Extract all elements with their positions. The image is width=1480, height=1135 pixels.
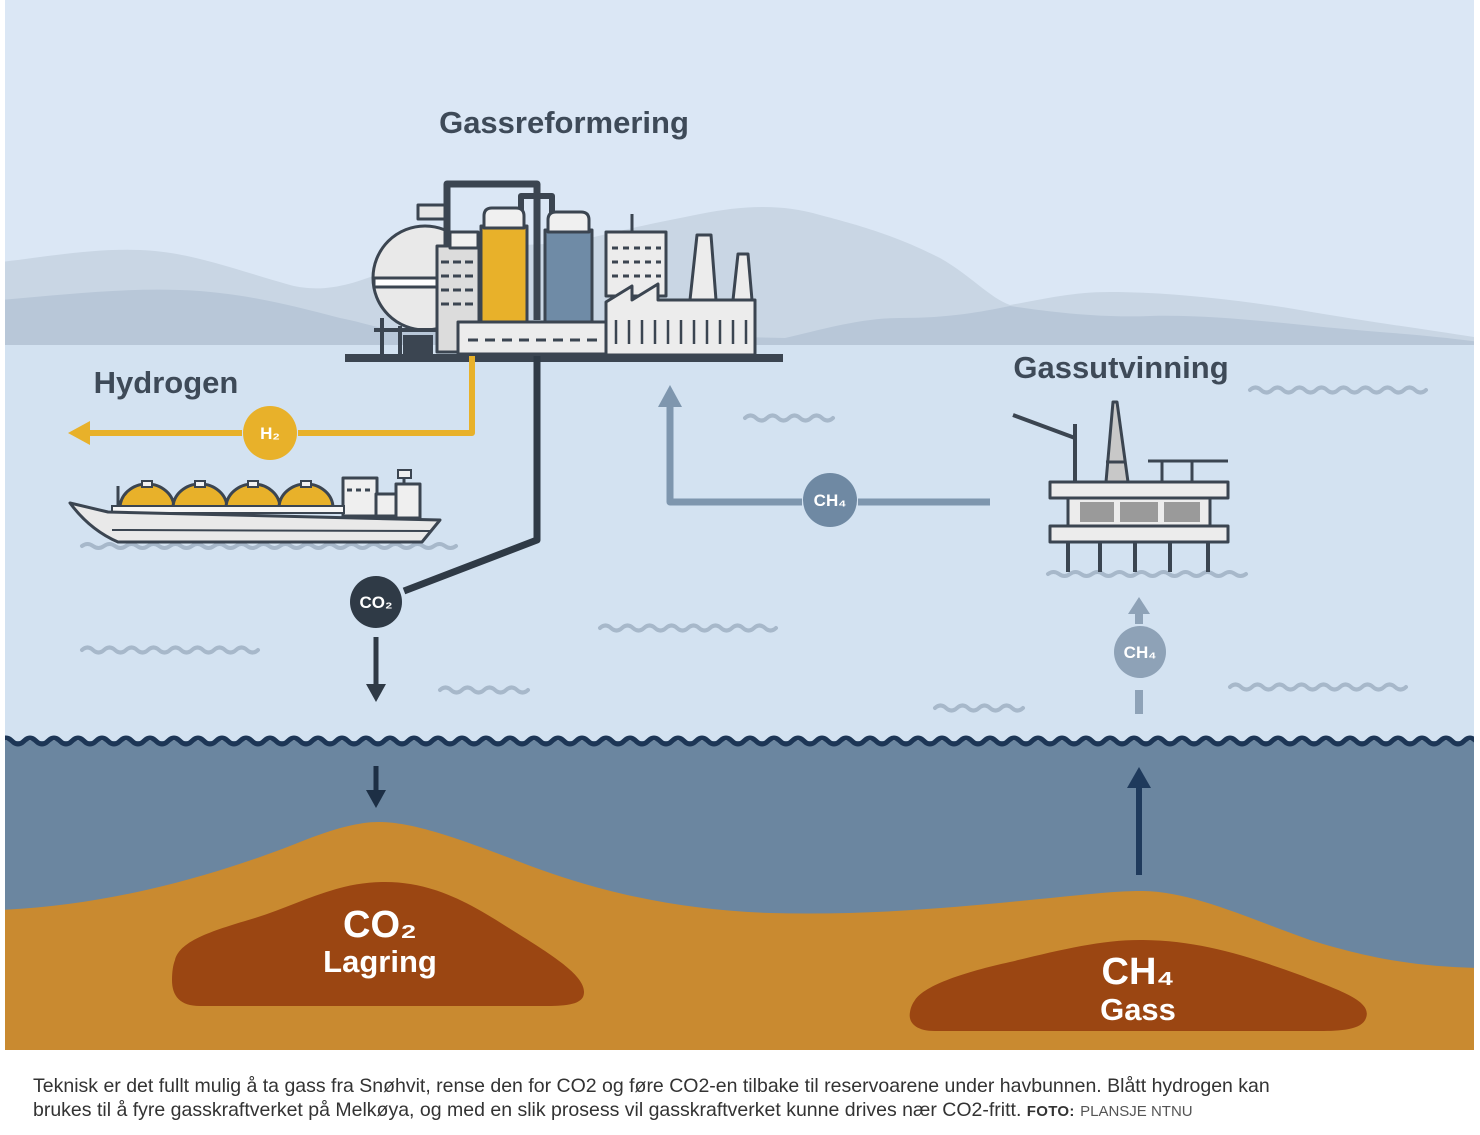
hydrogen-flow-line (298, 356, 475, 436)
hydrogen-arrowhead (68, 421, 90, 445)
platform-top-deck (1048, 480, 1230, 500)
ch4-well-badge-text: CH₄ (1124, 643, 1157, 662)
platform-bottom-deck (1048, 524, 1230, 544)
wave (933, 703, 1025, 713)
ship-deck-rail (111, 505, 345, 514)
ch4-pipeline-badge (803, 473, 857, 527)
platform-wave (1046, 570, 1248, 578)
surface-water (5, 345, 1474, 745)
gas-extraction-platform (1012, 400, 1230, 572)
ch4-flow-arrowhead (658, 385, 682, 407)
plant-control-tower-windows (612, 246, 661, 278)
platform-module (1120, 502, 1158, 522)
plant-chimney-small (731, 252, 754, 302)
ch4-well-badge (1114, 626, 1166, 678)
spherical-tank-base (403, 335, 433, 356)
co2-down-arrowhead (366, 684, 386, 702)
ship-wave (80, 542, 458, 550)
wave (1248, 385, 1428, 395)
ship-dome-cap (247, 480, 259, 488)
plant-ground (345, 354, 783, 362)
platform-railing (1148, 459, 1228, 482)
platform-module (1080, 502, 1114, 522)
spherical-tank-stand (374, 318, 440, 356)
infographic: CO₂ Lagring CH₄ Gass Gassreformering Hyd… (5, 0, 1474, 1050)
co2-badge (350, 576, 402, 628)
photo-credit: PLANSJE NTNU (1080, 1103, 1193, 1120)
plant-left-building-windows (441, 260, 476, 306)
photo-credit-label: FOTO: (1026, 1103, 1075, 1120)
yellow-tank (479, 224, 529, 324)
blue-tank-cap (546, 210, 591, 234)
ship-dome-cap (194, 480, 206, 488)
infographic-canvas: CO₂ Lagring CH₄ Gass Gassreformering Hyd… (5, 0, 1474, 1050)
h2-badge (243, 406, 297, 460)
ch4-flow-line-left (666, 405, 802, 506)
wave (1228, 682, 1408, 692)
caption-line-1: Teknisk er det fullt mulig å ta gass fra… (33, 1075, 1270, 1097)
platform-module (1164, 502, 1200, 522)
gas-reforming-title: Gassreformering (439, 105, 689, 140)
wave (438, 685, 530, 695)
platform-crane-arm (1012, 413, 1076, 440)
ch4-pipeline-badge-text: CH₄ (814, 491, 847, 510)
hydrogen-tanker-ship (68, 469, 442, 544)
h2-badge-text: H₂ (260, 424, 280, 443)
co2-reservoir-formula: CO₂ (343, 904, 417, 946)
ch4-reservoir-label: Gass (1100, 992, 1176, 1027)
ship-dome-cap (141, 480, 153, 488)
plant-lower-building (456, 320, 608, 356)
plant-main-pipe (443, 180, 541, 320)
ship-hull (68, 501, 442, 544)
yellow-tank-cap (482, 206, 526, 230)
figure-caption: Teknisk er det fullt mulig å ta gass fra… (33, 1074, 1463, 1124)
ship-hull-stripe (111, 529, 431, 532)
plant-left-building-top (448, 230, 480, 250)
platform-legs (1066, 542, 1210, 572)
ch4-well-arrowhead (1128, 597, 1150, 614)
ship-funnel (394, 482, 422, 520)
co2-badge-text: CO₂ (359, 593, 392, 612)
plant-connector-pipe (518, 193, 555, 214)
near-mountains (5, 289, 1474, 346)
hydrogen-title: Hydrogen (94, 365, 239, 400)
gas-extraction-title: Gassutvinning (1013, 350, 1228, 385)
ch4-reservoir-formula: CH₄ (1102, 951, 1175, 993)
caption-line-2: brukes til å fyre gasskraftverket på Mel… (33, 1098, 1463, 1124)
wave (80, 645, 260, 655)
plant-grill (614, 320, 748, 344)
ship-mast-top (397, 469, 412, 479)
gas-reforming-plant (345, 180, 783, 362)
blue-tank (543, 228, 594, 324)
spherical-tank-band (372, 276, 442, 289)
ch4-extraction-arrowhead (1127, 767, 1151, 788)
ship-bridge (341, 476, 379, 518)
co2-injection-arrowhead (366, 790, 386, 808)
caption-line-2-text: brukes til å fyre gasskraftverket på Mel… (33, 1099, 1022, 1121)
ship-deckhouse (374, 492, 398, 518)
sea-surface-line (5, 735, 1474, 747)
wave (598, 623, 778, 633)
ch4-reservoir (909, 940, 1367, 1031)
wave (743, 413, 835, 423)
plant-chimney-large (688, 233, 718, 302)
co2-flow-line (402, 356, 541, 595)
co2-reservoir (172, 882, 585, 1006)
ship-dome-cap (300, 480, 312, 488)
co2-reservoir-label: Lagring (323, 944, 437, 979)
